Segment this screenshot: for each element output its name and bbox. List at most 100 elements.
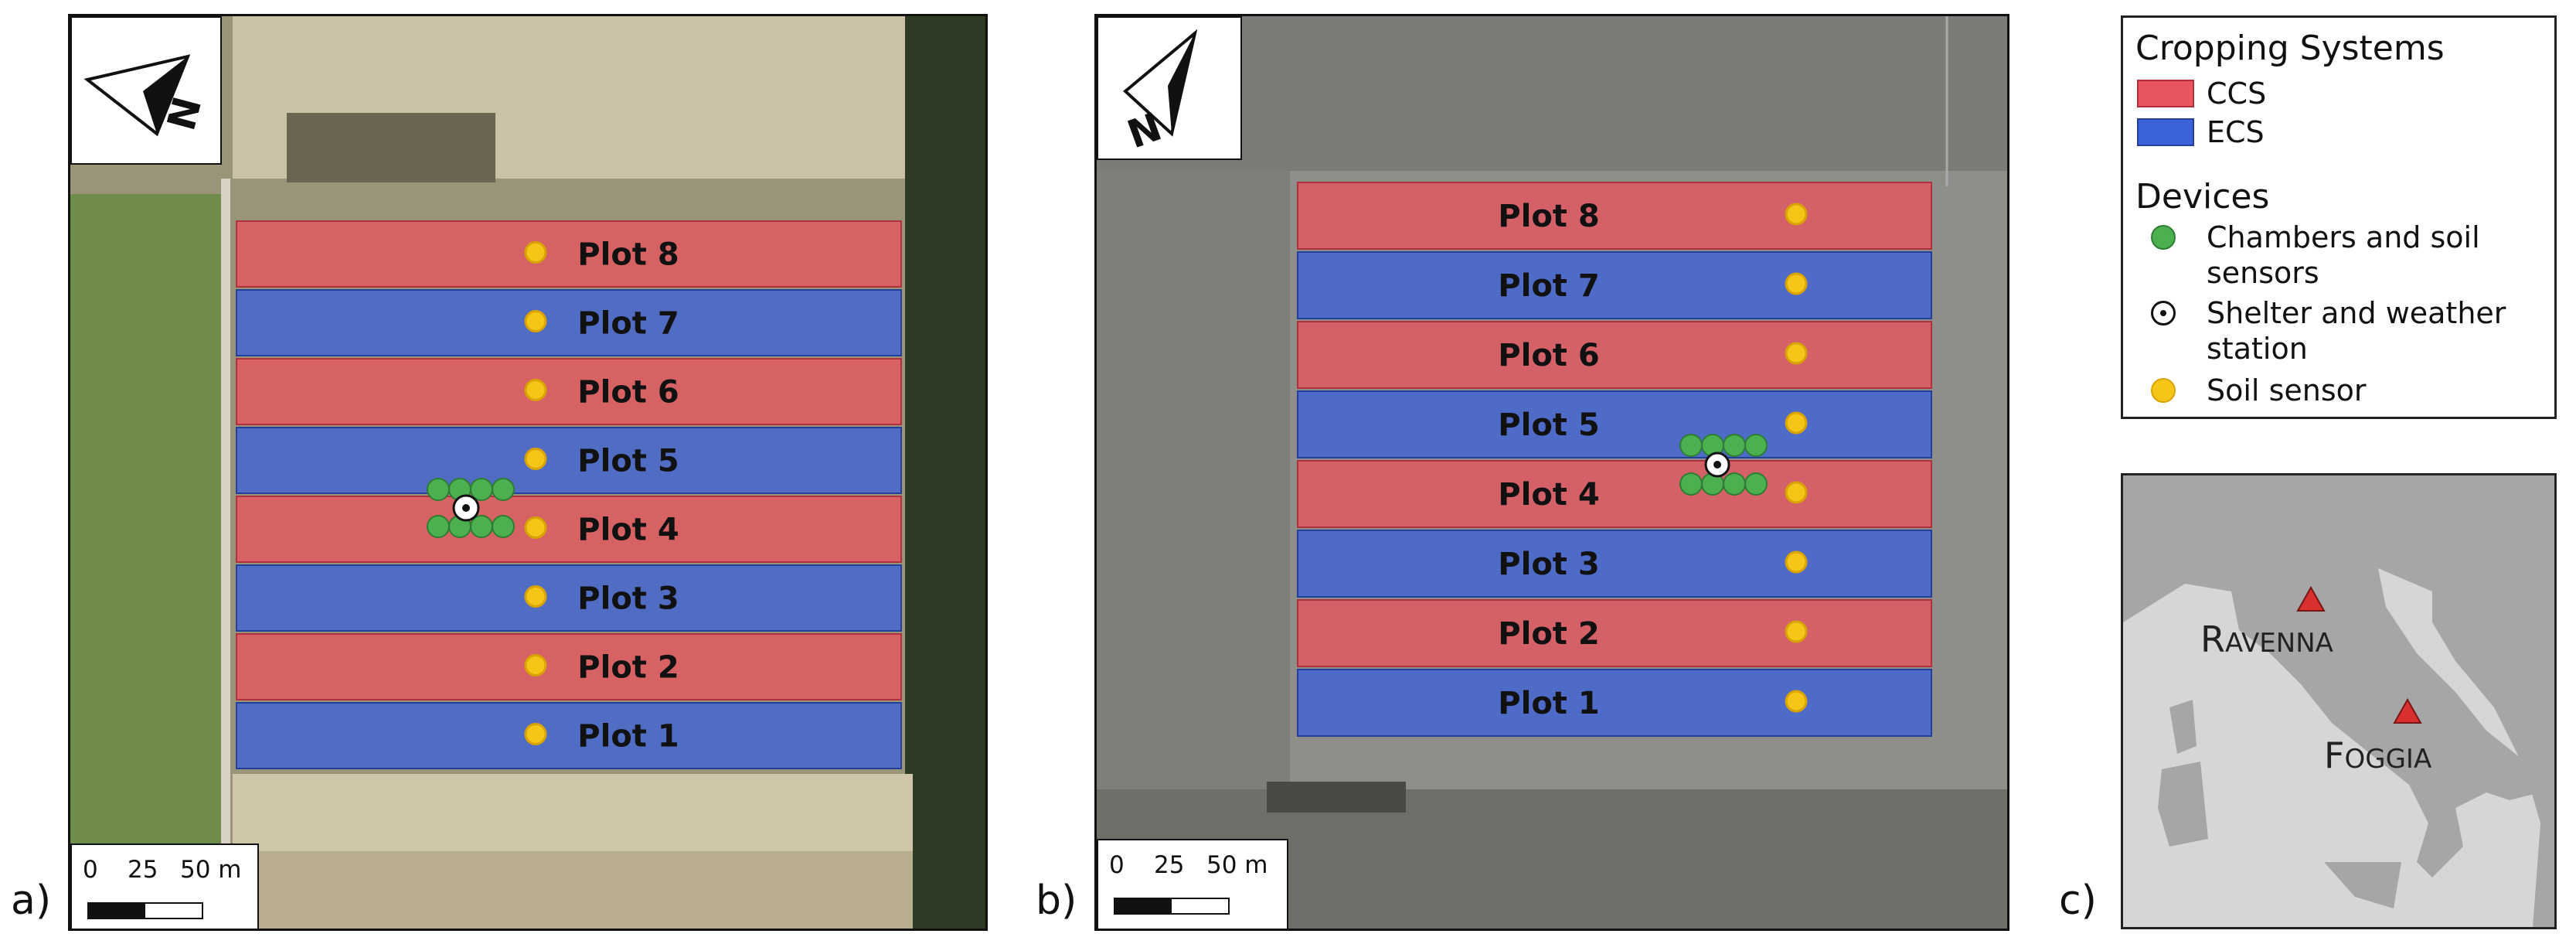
b-soil-sensor <box>1785 481 1808 504</box>
b-soil-sensor <box>1785 690 1808 713</box>
b-plot-label: Plot 8 <box>1498 199 1599 234</box>
legend-chamber-icon <box>2151 225 2176 250</box>
scale-b-t0: 0 <box>1109 851 1125 879</box>
a-plot-label: Plot 5 <box>577 444 679 479</box>
italy-inset-map[interactable]: RAVENNA FOGGIA <box>2121 473 2557 929</box>
a-plot-strip <box>236 358 902 425</box>
legend-shelter-icon <box>2151 301 2176 325</box>
b-plot-strip <box>1297 321 1932 389</box>
scale-b-t1: 25 <box>1154 851 1185 879</box>
a-plot-label: Plot 3 <box>577 581 679 617</box>
b-plot-strip <box>1297 669 1932 737</box>
scale-a-t1: 25 <box>128 856 158 884</box>
scale-bar-a: 0 25 50 m <box>70 843 259 929</box>
a-plot-strip <box>236 289 902 356</box>
a-plot-label: Plot 2 <box>577 650 679 686</box>
legend-ccs-label: CCS <box>2207 77 2267 111</box>
b-plot-strip <box>1297 460 1932 528</box>
ravenna-marker <box>2296 585 2326 612</box>
legend-soil-sensor-label: Soil sensor <box>2207 373 2367 407</box>
b-plot-label: Plot 7 <box>1498 268 1599 304</box>
b-soil-sensor <box>1785 342 1808 365</box>
north-arrow-b: N <box>1097 16 1242 160</box>
b-plot-strip <box>1297 251 1932 319</box>
b-soil-sensor <box>1785 620 1808 643</box>
legend-ecs-label: ECS <box>2207 115 2265 149</box>
panel-a-letter: a) <box>11 878 52 924</box>
legend: Cropping Systems CCS ECS Devices Chamber… <box>2121 15 2557 419</box>
north-label-a: N <box>158 92 210 135</box>
a-soil-sensor <box>524 723 547 745</box>
ravenna-label: RAVENNA <box>2200 619 2333 660</box>
plot-strips-b: Plot 8 Plot 7 Plot 6 Plot 5 Plot 4 Plot 3 Plot… <box>1297 182 1932 737</box>
tree-line <box>905 16 985 929</box>
trench <box>1267 782 1406 813</box>
panel-b-letter: b) <box>1036 878 1077 924</box>
map-panel-a[interactable]: Plot 8 Plot 7 Plot 6 Plot 5 Plot 4 Plot 3 Plot… <box>68 14 988 931</box>
panel-c-letter: c) <box>2059 878 2097 924</box>
legend-shelter-line1: Shelter and weather <box>2207 296 2506 330</box>
legend-chambers-line1: Chambers and soil <box>2207 220 2480 254</box>
legend-ecs-swatch <box>2137 118 2194 146</box>
foggia-label: FOGGIA <box>2324 734 2431 776</box>
b-plot-label: Plot 1 <box>1498 686 1599 721</box>
field-west <box>70 194 221 843</box>
b-plot-label: Plot 6 <box>1498 338 1599 373</box>
a-plot-label: Plot 1 <box>577 719 679 755</box>
a-plot-label: Plot 8 <box>577 237 679 273</box>
shelter-station-b <box>1704 452 1730 478</box>
shelter-station-a <box>452 494 480 522</box>
a-plot-label: Plot 7 <box>577 306 679 342</box>
b-plot-strip <box>1297 530 1932 598</box>
a-plot-strip <box>236 702 902 769</box>
legend-soil-sensor-icon <box>2151 378 2176 403</box>
a-plot-strip <box>236 564 902 632</box>
b-soil-sensor <box>1785 203 1808 226</box>
a-plot-strip <box>236 220 902 288</box>
scale-a-t0: 0 <box>83 856 98 884</box>
north-arrow-a: N <box>70 16 222 165</box>
italy-map: RAVENNA FOGGIA <box>2123 475 2554 927</box>
b-soil-sensor <box>1785 272 1808 295</box>
scale-a-t2: 50 m <box>180 856 242 884</box>
b-plot-strip <box>1297 599 1932 667</box>
a-plot-strip <box>236 496 902 563</box>
chambers-cluster-a <box>427 478 515 538</box>
a-soil-sensor <box>524 585 547 608</box>
b-soil-sensor <box>1785 411 1808 435</box>
b-plot-strip <box>1297 182 1932 250</box>
scale-b-t2: 50 m <box>1206 851 1268 879</box>
map-panel-b[interactable]: Plot 8 Plot 7 Plot 6 Plot 5 Plot 4 Plot 3 Plot… <box>1094 14 2009 931</box>
a-soil-sensor <box>524 448 547 470</box>
b-plot-label: Plot 5 <box>1498 407 1599 443</box>
legend-ccs-swatch <box>2137 80 2194 107</box>
legend-shelter-line2: station <box>2207 332 2308 366</box>
a-soil-sensor <box>524 310 547 332</box>
a-soil-sensor <box>524 241 547 264</box>
field-south <box>233 774 913 851</box>
a-soil-sensor <box>524 379 547 401</box>
a-soil-sensor <box>524 516 547 539</box>
b-soil-sensor <box>1785 550 1808 574</box>
a-plot-label: Plot 6 <box>577 375 679 411</box>
soil-sensors-a <box>524 241 547 745</box>
a-plot-strip <box>236 633 902 700</box>
chambers-cluster-b <box>1679 434 1768 496</box>
aerial-image-a: Plot 8 Plot 7 Plot 6 Plot 5 Plot 4 Plot 3 Plot… <box>70 16 985 929</box>
a-plot-label: Plot 4 <box>577 513 679 548</box>
legend-cropping-title: Cropping Systems <box>2135 29 2445 68</box>
test-beds <box>287 113 495 182</box>
foggia-marker <box>2393 697 2422 724</box>
a-soil-sensor <box>524 654 547 676</box>
a-plot-strip <box>236 427 902 494</box>
aerial-image-b: Plot 8 Plot 7 Plot 6 Plot 5 Plot 4 Plot 3 Plot… <box>1097 16 2007 929</box>
b-plot-label: Plot 4 <box>1498 477 1599 513</box>
b-plot-label: Plot 3 <box>1498 547 1599 582</box>
scale-bar-b: 0 25 50 m <box>1097 839 1288 929</box>
legend-devices-title: Devices <box>2135 177 2270 216</box>
plot-strips-a: Plot 8 Plot 7 Plot 6 Plot 5 Plot 4 Plot 3 Plot… <box>236 220 902 769</box>
b-plot-label: Plot 2 <box>1498 616 1599 652</box>
legend-chambers-line2: sensors <box>2207 256 2319 290</box>
soil-sensors-b <box>1785 203 1808 713</box>
b-plot-strip <box>1297 390 1932 458</box>
